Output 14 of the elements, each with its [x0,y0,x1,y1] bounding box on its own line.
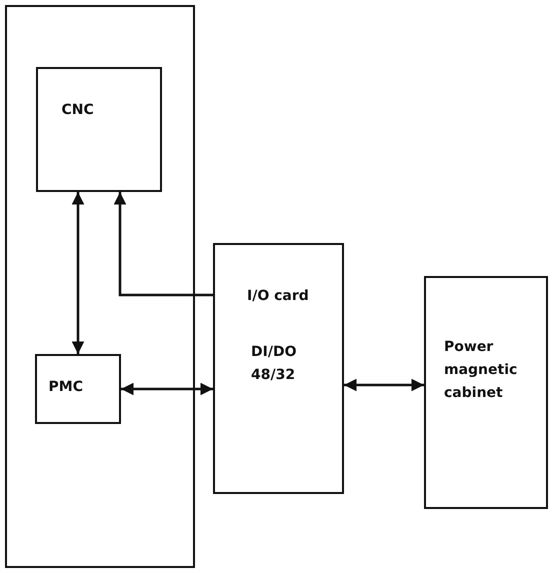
block-label: DI/DO 48/32 [251,343,298,385]
arrow [72,192,84,354]
block-box [213,243,344,494]
arrow [121,382,213,396]
block-label: PMC [48,378,84,396]
arrow [344,378,424,392]
block-box [424,276,548,509]
arrow [114,192,213,296]
enclosure-box [5,5,195,568]
block-label: I/O card [247,287,310,306]
block-box [36,66,162,192]
block-box [34,354,120,424]
block-label: Power magnetic cabinet [444,338,518,403]
block-label: CNC [62,100,95,120]
